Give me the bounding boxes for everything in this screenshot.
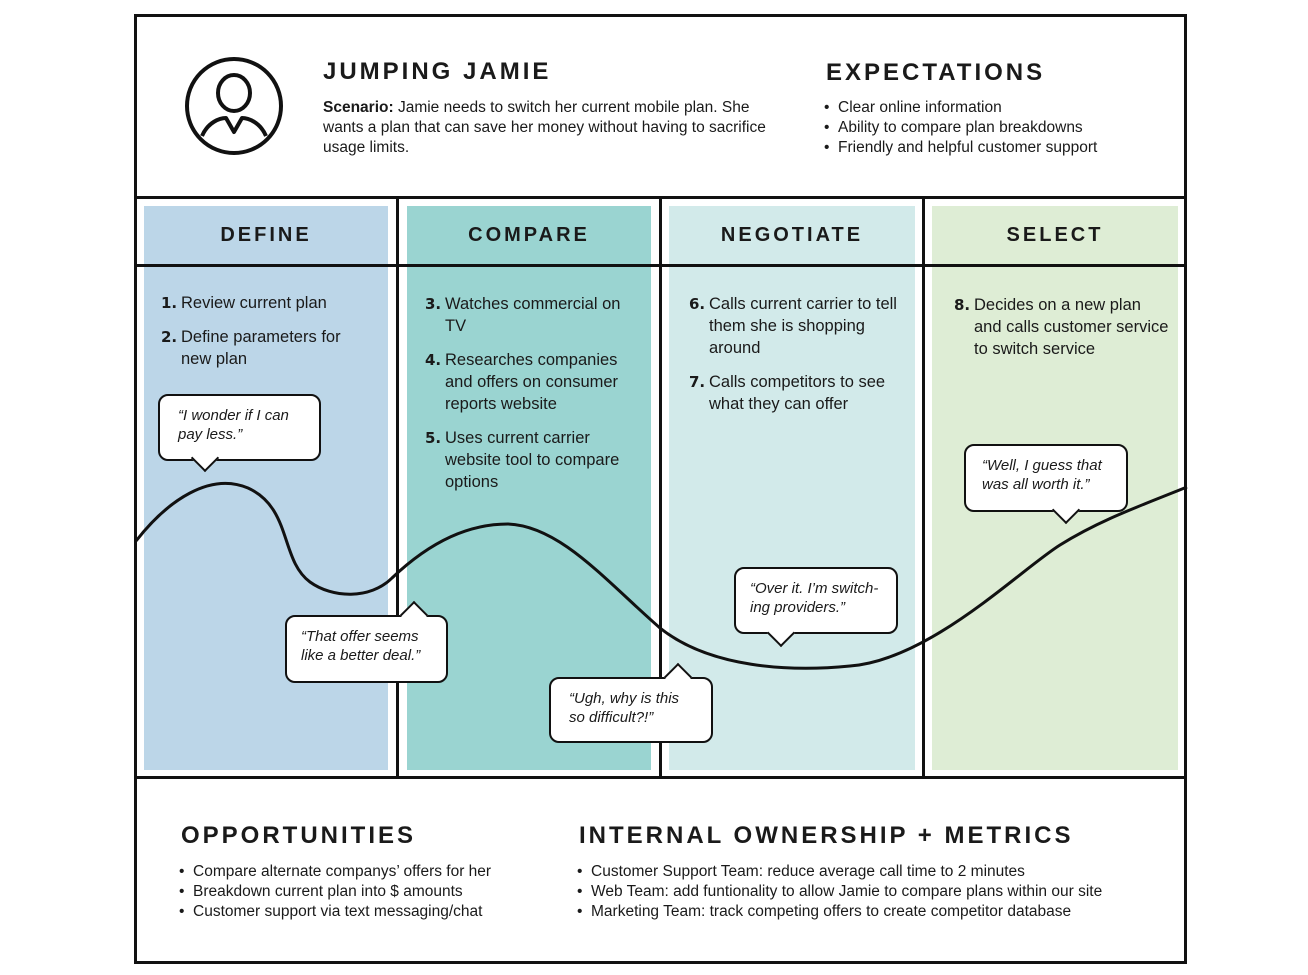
step-item: 7.Calls competitors to see what they can… <box>689 371 904 415</box>
step-item: 8.Decides on a new plan and calls custom… <box>954 294 1169 360</box>
step-text: Calls current carrier to tell them she i… <box>709 295 897 357</box>
step-item: 3.Watches commercial on TV <box>425 293 637 337</box>
stage-title-negotiate: NEGOTIATE <box>720 224 864 246</box>
quote-text: “That offer seems like a better deal.” <box>301 628 421 664</box>
quote-bubble: “I wonder if I can pay less.” <box>158 394 321 473</box>
opportunity-item: Compare alternate companys’ offers for h… <box>177 862 491 882</box>
quote-text: “Ugh, why is this so difficult?!” <box>569 690 680 726</box>
step-number: 2. <box>161 328 178 346</box>
quote-text: “I wonder if I can pay less.” <box>178 407 289 443</box>
opportunities-title: OPPORTUNITIES <box>181 822 417 849</box>
person-icon <box>185 57 283 155</box>
step-text: Decides on a new plan and calls customer… <box>974 296 1169 358</box>
persona-name: JUMPING JAMIE <box>323 58 552 85</box>
step-number: 8. <box>954 296 971 314</box>
step-text: Uses current carrier website tool to com… <box>445 429 620 491</box>
ownership-item: Web Team: add funtionality to allow Jami… <box>575 882 1102 902</box>
step-text: Calls competitors to see what they can o… <box>709 373 886 413</box>
scenario: Scenario: Jamie needs to switch her curr… <box>323 98 773 158</box>
select-steps: 8.Decides on a new plan and calls custom… <box>954 294 1169 372</box>
step-number: 3. <box>425 295 442 313</box>
ownership-item: Customer Support Team: reduce average ca… <box>575 862 1102 882</box>
step-item: 5.Uses current carrier website tool to c… <box>425 427 637 493</box>
opportunities-list: Compare alternate companys’ offers for h… <box>177 862 491 922</box>
step-number: 6. <box>689 295 706 313</box>
quote-bubble: “Well, I guess that was all worth it.” <box>964 444 1128 525</box>
expectation-item: Ability to compare plan breakdowns <box>822 118 1097 138</box>
quote-text: “Well, I guess that was all worth it.” <box>982 457 1102 493</box>
step-text: Watches commercial on TV <box>445 295 621 335</box>
stage-title-compare: COMPARE <box>468 224 590 246</box>
opportunity-item: Customer support via text messaging/chat <box>177 902 491 922</box>
quote-bubble: “Ugh, why is this so difficult?!” <box>549 662 713 743</box>
step-item: 2.Define parameters for new plan <box>161 326 351 370</box>
step-number: 4. <box>425 351 442 369</box>
stage-divider-1 <box>396 196 399 779</box>
compare-steps: 3.Watches commercial on TV 4.Researches … <box>425 293 637 505</box>
expectation-item: Friendly and helpful customer support <box>822 138 1097 158</box>
stage-title-define: DEFINE <box>220 224 312 246</box>
step-item: 4.Researches companies and offers on con… <box>425 349 637 415</box>
opportunity-item: Breakdown current plan into $ amounts <box>177 882 491 902</box>
step-number: 5. <box>425 429 442 447</box>
stage-divider-3 <box>922 196 925 779</box>
step-text: Researches companies and offers on consu… <box>445 351 619 413</box>
expectations-list: Clear online information Ability to comp… <box>822 98 1097 158</box>
expectations-title: EXPECTATIONS <box>826 59 1046 86</box>
negotiate-steps: 6.Calls current carrier to tell them she… <box>689 293 904 427</box>
step-text: Define parameters for new plan <box>181 328 341 368</box>
step-item: 6.Calls current carrier to tell them she… <box>689 293 904 359</box>
step-number: 7. <box>689 373 706 391</box>
step-number: 1. <box>161 294 178 312</box>
quote-bubble: “That offer seems like a better deal.” <box>285 600 448 683</box>
stage-title-select: SELECT <box>1006 224 1104 246</box>
quote-text: “Over it. I’m switch-ing providers.” <box>750 580 879 616</box>
ownership-item: Marketing Team: track competing offers t… <box>575 902 1102 922</box>
quote-bubble: “Over it. I’m switch-ing providers.” <box>734 567 898 648</box>
step-text: Review current plan <box>181 294 327 312</box>
define-steps: 1.Review current plan 2.Define parameter… <box>161 292 351 382</box>
step-item: 1.Review current plan <box>161 292 351 314</box>
expectation-item: Clear online information <box>822 98 1097 118</box>
scenario-text: Jamie needs to switch her current mobile… <box>323 99 766 156</box>
scenario-label: Scenario: <box>323 99 394 116</box>
ownership-list: Customer Support Team: reduce average ca… <box>575 862 1102 922</box>
ownership-title: INTERNAL OWNERSHIP + METRICS <box>579 822 1074 849</box>
